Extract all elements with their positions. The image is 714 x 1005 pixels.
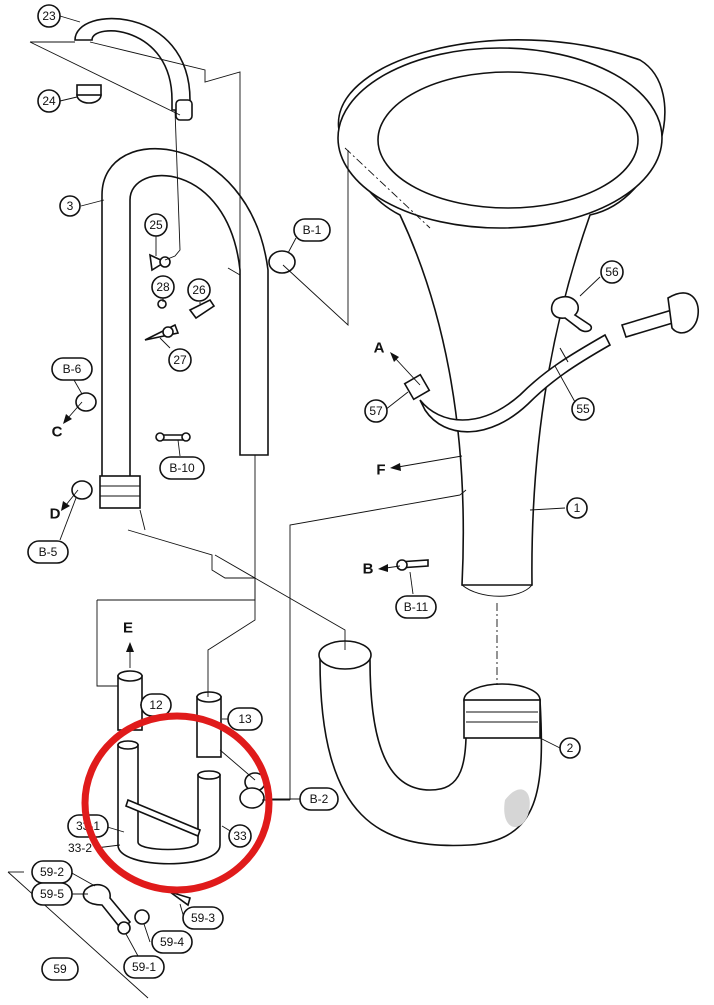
callout-59-5: 59-5 xyxy=(31,882,73,906)
svg-text:2: 2 xyxy=(567,741,574,755)
svg-text:1: 1 xyxy=(574,501,581,515)
svg-text:28: 28 xyxy=(156,280,170,294)
callout-3: 3 xyxy=(59,195,81,217)
leadpipe-part xyxy=(403,333,612,433)
callout-23: 23 xyxy=(37,4,61,28)
svg-text:59: 59 xyxy=(53,962,67,976)
svg-text:B-10: B-10 xyxy=(169,461,195,475)
svg-text:B-1: B-1 xyxy=(303,223,322,237)
marker-E: E xyxy=(123,620,133,637)
main-u-tube-part xyxy=(99,147,269,509)
bow-part xyxy=(318,640,543,847)
callout-B10: B-10 xyxy=(159,456,205,480)
thumb-ring-56 xyxy=(550,295,593,333)
mouthpiece-part xyxy=(620,292,699,338)
bell-part xyxy=(337,39,666,597)
callouts: 23 24 3 25 26 28 27 B-1 B-6 B-10 B-5 56 … xyxy=(27,4,624,981)
svg-text:56: 56 xyxy=(605,265,619,279)
callout-59: 59 xyxy=(41,957,79,981)
brace-B11 xyxy=(396,559,429,571)
callout-57: 57 xyxy=(364,399,388,423)
cap-B5 xyxy=(71,480,93,500)
svg-text:33-2: 33-2 xyxy=(68,841,92,855)
callout-27: 27 xyxy=(168,348,192,372)
crook-part xyxy=(74,17,193,121)
callout-25: 25 xyxy=(144,213,168,237)
callout-28: 28 xyxy=(151,275,175,299)
svg-text:12: 12 xyxy=(149,698,163,712)
u-tube-33 xyxy=(117,740,221,865)
svg-text:23: 23 xyxy=(42,9,56,23)
callout-33: 33 xyxy=(228,824,252,848)
tube-12 xyxy=(117,670,143,731)
svg-text:59-3: 59-3 xyxy=(191,911,215,925)
callout-B11: B-11 xyxy=(395,595,437,619)
callout-33-2: 33-2 xyxy=(68,841,92,855)
svg-text:B-2: B-2 xyxy=(310,792,329,806)
svg-text:25: 25 xyxy=(149,218,163,232)
callout-24: 24 xyxy=(37,89,61,113)
callout-B2: B-2 xyxy=(299,787,339,811)
lever-27 xyxy=(144,323,180,341)
svg-text:27: 27 xyxy=(173,353,187,367)
callout-B5: B-5 xyxy=(27,540,69,564)
svg-text:59-2: 59-2 xyxy=(40,865,64,879)
callout-59-2: 59-2 xyxy=(31,860,73,884)
callout-B1: B-1 xyxy=(293,218,331,242)
svg-text:B-6: B-6 xyxy=(63,362,82,376)
cap-B2 xyxy=(239,772,266,809)
svg-text:3: 3 xyxy=(67,199,74,213)
callout-59-1: 59-1 xyxy=(123,955,165,979)
callout-12: 12 xyxy=(140,693,172,717)
cap-B6 xyxy=(75,392,97,412)
svg-text:33: 33 xyxy=(233,829,247,843)
marker-C: C xyxy=(52,424,63,441)
svg-text:24: 24 xyxy=(42,94,56,108)
marker-A: A xyxy=(374,340,385,357)
direction-arrows xyxy=(61,352,463,668)
svg-text:59-5: 59-5 xyxy=(40,887,64,901)
callout-1: 1 xyxy=(566,497,588,519)
callout-26: 26 xyxy=(187,278,211,302)
svg-text:55: 55 xyxy=(576,402,590,416)
screw-25 xyxy=(149,253,171,272)
svg-text:B-5: B-5 xyxy=(39,545,58,559)
svg-text:59-1: 59-1 xyxy=(132,960,156,974)
highlight-circle xyxy=(81,712,273,894)
pin-28 xyxy=(157,299,167,309)
brace-B10 xyxy=(155,432,191,442)
svg-text:26: 26 xyxy=(192,283,206,297)
marker-D: D xyxy=(50,506,61,523)
callout-B6: B-6 xyxy=(51,357,93,381)
marker-F: F xyxy=(376,462,385,479)
callout-59-4: 59-4 xyxy=(151,930,193,954)
svg-text:13: 13 xyxy=(238,712,252,726)
svg-text:B-11: B-11 xyxy=(404,600,429,614)
spring-26 xyxy=(188,298,216,320)
svg-text:57: 57 xyxy=(369,404,383,418)
water-key-cork-24 xyxy=(76,84,102,104)
assembly-lines xyxy=(29,41,498,801)
callout-56: 56 xyxy=(600,260,624,284)
direction-letters: A B C D E F xyxy=(50,340,386,637)
callout-55: 55 xyxy=(571,397,595,421)
marker-B: B xyxy=(363,561,374,578)
callout-59-3: 59-3 xyxy=(182,906,224,930)
cap-B1 xyxy=(268,250,296,274)
callout-13: 13 xyxy=(227,707,263,731)
callout-2: 2 xyxy=(559,737,581,759)
svg-text:59-4: 59-4 xyxy=(160,935,184,949)
